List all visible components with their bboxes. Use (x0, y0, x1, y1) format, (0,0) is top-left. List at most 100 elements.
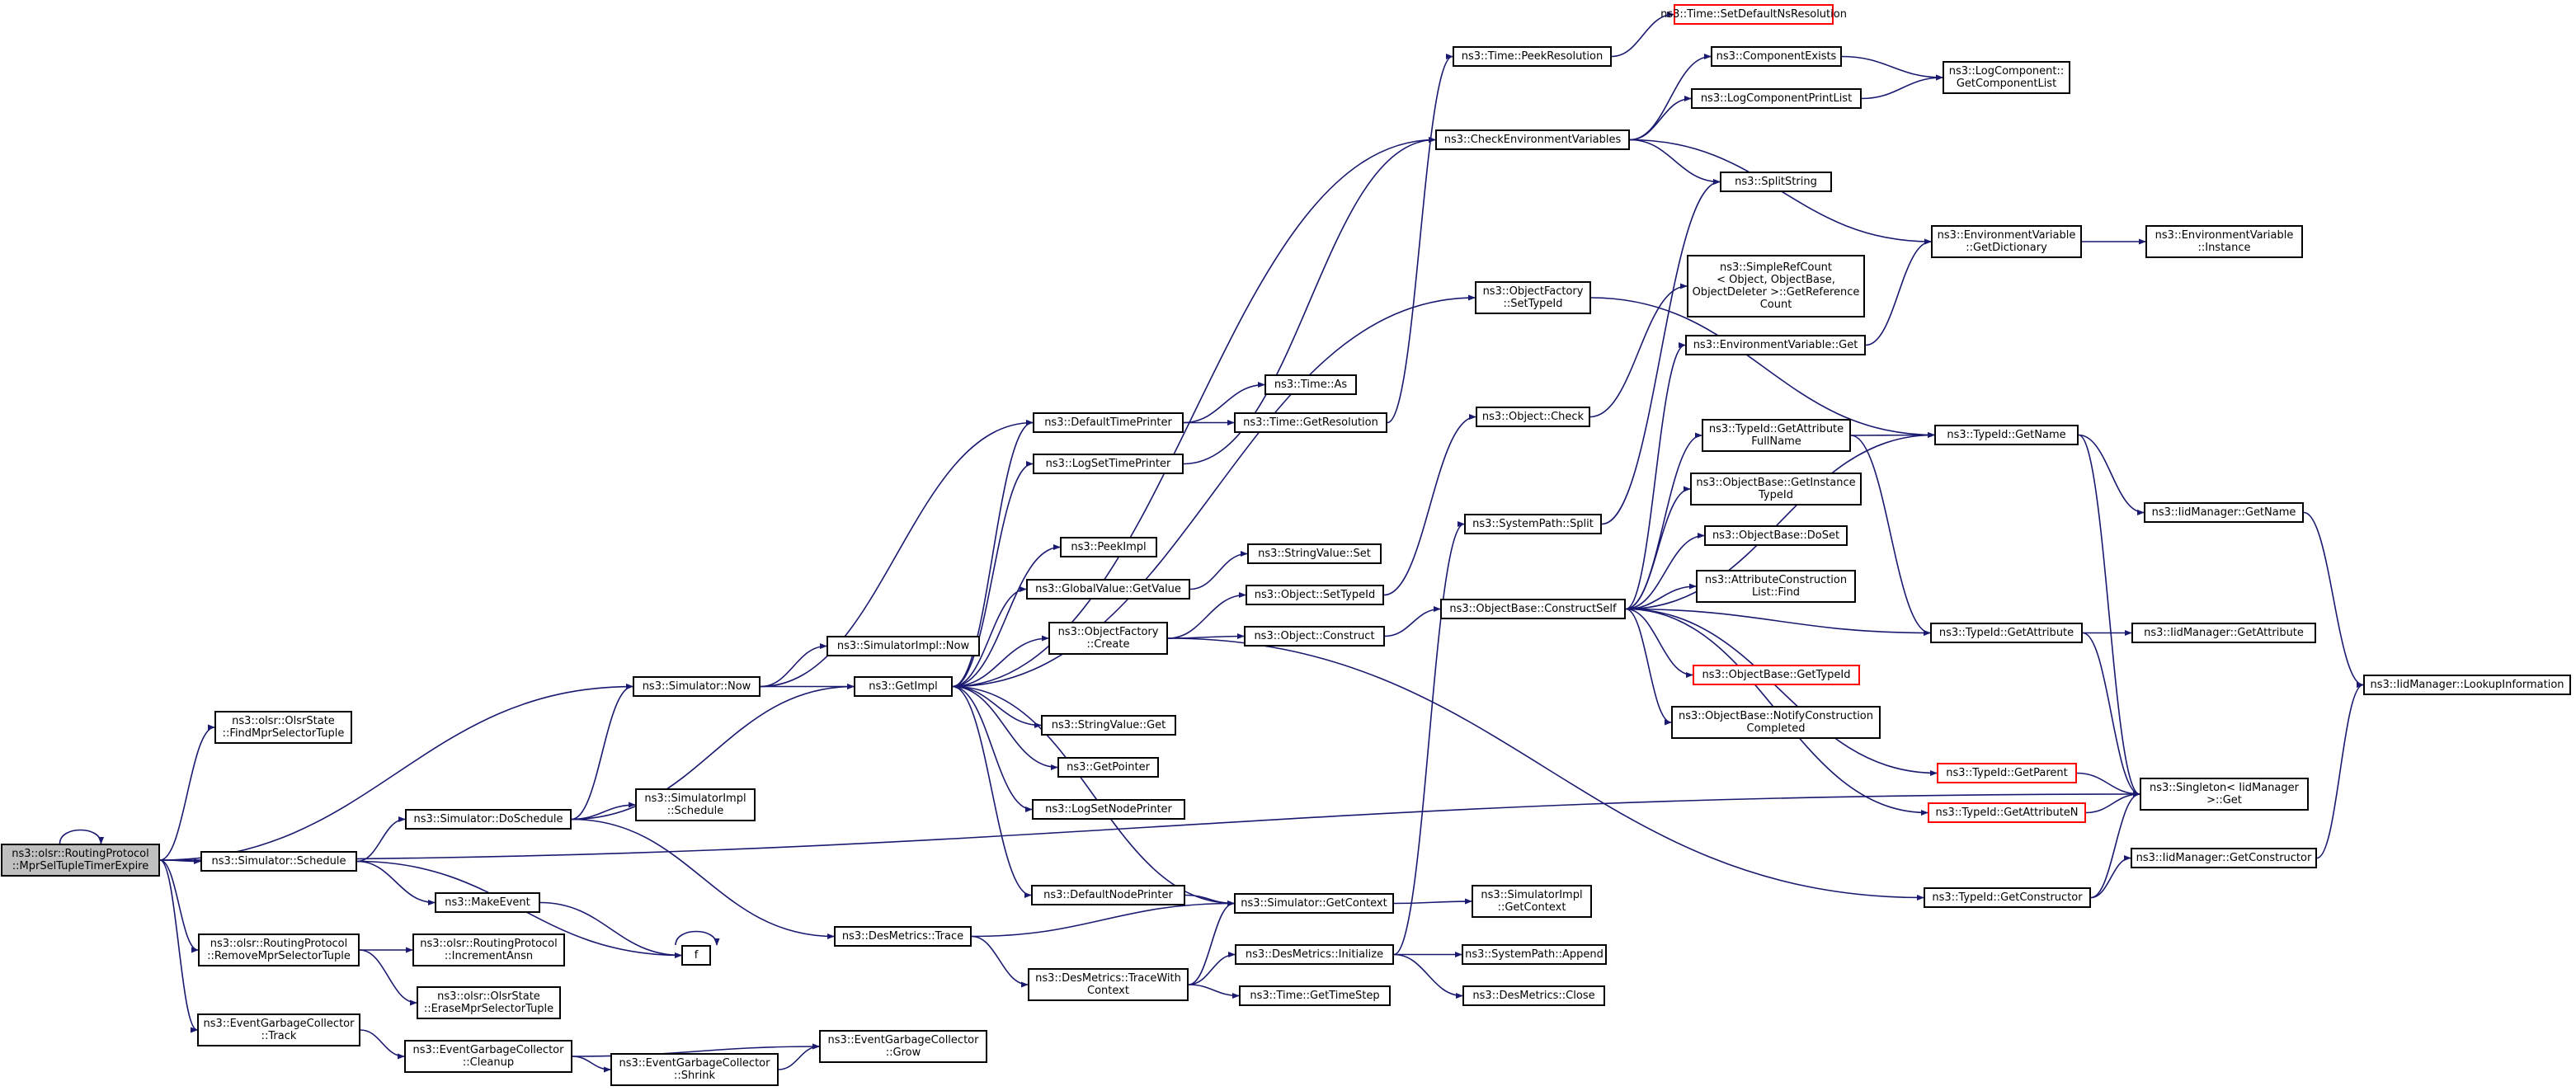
node-time-as[interactable]: ns3::Time::As (1264, 374, 1357, 395)
call-edge-desmtracectx-to-desminit (1188, 951, 1236, 985)
node-component-exists[interactable]: ns3::ComponentExists (1711, 46, 1842, 67)
node-object-check[interactable]: ns3::Object::Check (1476, 407, 1590, 427)
node-desmetrics-initialize[interactable]: ns3::DesMetrics::Initialize (1235, 944, 1394, 965)
node-desmetrics-trace-with-context[interactable]: ns3::DesMetrics::TraceWith Context (1028, 968, 1189, 1001)
node-log-component-get-component-list[interactable]: ns3::LogComponent:: GetComponentList (1943, 61, 2070, 94)
node-object-base-notify-construction-completed[interactable]: ns3::ObjectBase::NotifyConstruction Comp… (1671, 706, 1881, 739)
node-egc-track[interactable]: ns3::EventGarbageCollector ::Track (197, 1013, 360, 1046)
node-egc-shrink[interactable]: ns3::EventGarbageCollector ::Shrink (610, 1053, 779, 1086)
call-edge-getimpl-to-logsetnodeprinter (952, 685, 1033, 813)
node-simulator-schedule[interactable]: ns3::Simulator::Schedule (200, 851, 357, 872)
node-peek-impl[interactable]: ns3::PeekImpl (1060, 537, 1157, 557)
node-time-peek-resolution[interactable]: ns3::Time::PeekResolution (1453, 46, 1612, 67)
node-system-path-append[interactable]: ns3::SystemPath::Append (1462, 944, 1607, 965)
node-simple-ref-count-get-reference-count[interactable]: ns3::SimpleRefCount < Object, ObjectBase… (1687, 255, 1865, 317)
call-edge-simdosched-to-getimpl (571, 683, 855, 821)
node-iid-manager-lookup-information[interactable]: ns3::IidManager::LookupInformation (2363, 675, 2571, 695)
node-desmetrics-close[interactable]: ns3::DesMetrics::Close (1462, 985, 1605, 1006)
node-increment-ansn[interactable]: ns3::olsr::RoutingProtocol ::IncrementAn… (412, 933, 565, 966)
node-desmetrics-trace[interactable]: ns3::DesMetrics::Trace (834, 926, 972, 947)
node-get-pointer[interactable]: ns3::GetPointer (1057, 757, 1159, 778)
node-environment-variable-instance[interactable]: ns3::EnvironmentVariable ::Instance (2145, 225, 2303, 258)
call-edge-getimpl-to-getpointer (952, 685, 1058, 771)
call-edge-simdosched-to-simnow (571, 683, 633, 821)
node-make-event[interactable]: ns3::MakeEvent (435, 892, 540, 913)
call-edge-checkenv-to-logcompprint (1629, 95, 1692, 141)
call-edge-objbaseconstruct-to-typeidgetparent (1625, 608, 1938, 777)
call-edge-objbaseconstruct-to-objbasedoset (1625, 532, 1705, 610)
node-egc-cleanup[interactable]: ns3::EventGarbageCollector ::Cleanup (404, 1040, 572, 1073)
node-object-factory-create[interactable]: ns3::ObjectFactory ::Create (1048, 622, 1168, 655)
node-f[interactable]: f (681, 945, 711, 966)
node-object-base-get-type-id[interactable]: ns3::ObjectBase::GetTypeId (1693, 665, 1860, 685)
node-find-mpr-selector-tuple[interactable]: ns3::olsr::OlsrState ::FindMprSelectorTu… (214, 711, 352, 744)
node-type-id-get-constructor[interactable]: ns3::TypeId::GetConstructor (1924, 887, 2091, 908)
call-edge-objfactcreate-to-typeidgetctor (1167, 637, 1924, 901)
node-global-value-get-value[interactable]: ns3::GlobalValue::GetValue (1026, 579, 1190, 600)
node-object-base-get-instance-type-id[interactable]: ns3::ObjectBase::GetInstance TypeId (1690, 473, 1862, 506)
node-environment-variable-get-dictionary[interactable]: ns3::EnvironmentVariable ::GetDictionary (1931, 225, 2082, 258)
node-log-set-time-printer[interactable]: ns3::LogSetTimePrinter (1033, 454, 1184, 474)
call-edge-typeidgetctor-to-singletonget (2090, 791, 2140, 899)
call-edge-getimpl-to-objfactsettype (952, 294, 1476, 688)
node-object-construct[interactable]: ns3::Object::Construct (1244, 626, 1385, 647)
node-default-time-printer[interactable]: ns3::DefaultTimePrinter (1033, 412, 1184, 433)
call-edge-typeidgetname-to-singletonget (2078, 434, 2140, 797)
call-edge-objsettypeid-to-objcheck (1383, 413, 1476, 596)
call-edge-objcheck-to-simplerefcount (1589, 283, 1688, 418)
node-time-get-time-step[interactable]: ns3::Time::GetTimeStep (1239, 985, 1391, 1006)
node-simulator-doschedule[interactable]: ns3::Simulator::DoSchedule (405, 809, 572, 830)
call-edge-globalvalget-to-strvalset (1189, 550, 1248, 590)
node-type-id-get-attribute[interactable]: ns3::TypeId::GetAttribute (1930, 623, 2083, 643)
call-edge-root-to-findmpr (159, 724, 215, 861)
node-time-get-resolution[interactable]: ns3::Time::GetResolution (1234, 412, 1387, 433)
node-simulator-impl-now[interactable]: ns3::SimulatorImpl::Now (826, 636, 980, 656)
node-erase-mpr-selector-tuple[interactable]: ns3::olsr::OlsrState ::EraseMprSelectorT… (417, 986, 561, 1019)
node-type-id-get-attribute-n[interactable]: ns3::TypeId::GetAttributeN (1928, 802, 2086, 823)
node-simulator-now[interactable]: ns3::Simulator::Now (633, 676, 761, 697)
node-time-set-default-ns-resolution[interactable]: ns3::Time::SetDefaultNsResolution (1660, 4, 1847, 25)
node-iid-manager-get-name[interactable]: ns3::IidManager::GetName (2144, 502, 2304, 523)
node-egc-grow[interactable]: ns3::EventGarbageCollector ::Grow (819, 1030, 987, 1063)
node-simulator-impl-get-context[interactable]: ns3::SimulatorImpl ::GetContext (1472, 885, 1592, 918)
call-edge-root-to-singletonget (159, 791, 2140, 861)
call-edge-makeevent-to-f (539, 901, 682, 959)
node-environment-variable-get[interactable]: ns3::EnvironmentVariable::Get (1685, 335, 1866, 355)
call-edge-typeidgetattr-to-singletonget (2082, 632, 2140, 797)
call-edge-objbaseconstruct-to-envvarget (1625, 341, 1686, 610)
node-system-path-split[interactable]: ns3::SystemPath::Split (1464, 514, 1602, 534)
node-type-id-get-parent[interactable]: ns3::TypeId::GetParent (1937, 763, 2077, 783)
call-edge-removempr-to-erasempr (359, 949, 417, 1006)
call-edge-getimpl-to-globalvalget (952, 585, 1027, 688)
node-get-impl[interactable]: ns3::GetImpl (854, 676, 953, 697)
call-edge-typeidgetattrfull-to-typeidgetattr (1850, 435, 1931, 637)
call-edge-simnow-to-simimplnow (760, 642, 827, 688)
node-log-set-node-printer[interactable]: ns3::LogSetNodePrinter (1032, 799, 1185, 820)
node-check-environment-variables[interactable]: ns3::CheckEnvironmentVariables (1435, 129, 1630, 150)
node-string-value-get[interactable]: ns3::StringValue::Get (1041, 715, 1176, 736)
node-object-base-construct-self[interactable]: ns3::ObjectBase::ConstructSelf (1440, 599, 1626, 619)
node-object-factory-set-type-id[interactable]: ns3::ObjectFactory ::SetTypeId (1475, 281, 1591, 314)
node-simulator-impl-schedule[interactable]: ns3::SimulatorImpl ::Schedule (635, 788, 756, 821)
node-string-value-set[interactable]: ns3::StringValue::Set (1247, 543, 1382, 564)
call-edge-typeidgetparent-to-singletonget (2076, 772, 2140, 797)
call-edge-iidmgrgetctor-to-iidmgrlookup (2316, 681, 2364, 859)
call-edge-syspathsplit-to-splitstring (1601, 178, 1721, 525)
node-split-string[interactable]: ns3::SplitString (1720, 172, 1832, 192)
node-type-id-get-attribute-full-name[interactable]: ns3::TypeId::GetAttribute FullName (1702, 419, 1851, 452)
call-edge-getimpl-to-peekimpl (952, 543, 1061, 688)
node-log-component-print-list[interactable]: ns3::LogComponentPrintList (1691, 88, 1862, 109)
node-singleton-iid-manager-get[interactable]: ns3::Singleton< IidManager >::Get (2140, 778, 2309, 811)
node-iid-manager-get-attribute[interactable]: ns3::IidManager::GetAttribute (2131, 623, 2316, 643)
node-mpr-sel-tuple-timer-expire[interactable]: ns3::olsr::RoutingProtocol ::MprSelTuple… (1, 844, 160, 877)
node-iid-manager-get-constructor[interactable]: ns3::IidManager::GetConstructor (2131, 848, 2317, 868)
node-attribute-construction-list-find[interactable]: ns3::AttributeConstruction List::Find (1696, 570, 1856, 603)
node-type-id-get-name[interactable]: ns3::TypeId::GetName (1934, 425, 2079, 445)
call-edge-objbaseconstruct-to-typeidgetattr (1625, 608, 1931, 637)
node-default-node-printer[interactable]: ns3::DefaultNodePrinter (1031, 885, 1185, 905)
node-remove-mpr-selector-tuple[interactable]: ns3::olsr::RoutingProtocol ::RemoveMprSe… (198, 933, 360, 966)
node-object-base-do-set[interactable]: ns3::ObjectBase::DoSet (1704, 525, 1848, 546)
call-edge-desmtracectx-to-timegetstep (1188, 984, 1240, 999)
node-simulator-get-context[interactable]: ns3::Simulator::GetContext (1234, 893, 1394, 914)
node-object-set-type-id[interactable]: ns3::Object::SetTypeId (1246, 585, 1384, 605)
